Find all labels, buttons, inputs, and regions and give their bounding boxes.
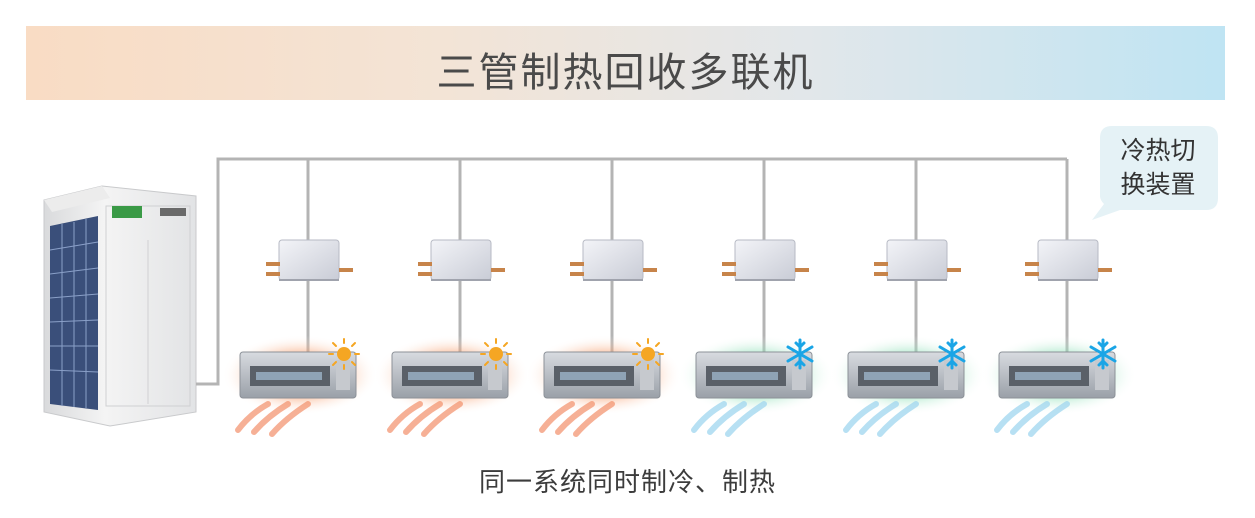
indoor-unit-4-cooling: [678, 335, 834, 437]
banner-title: 三管制热回收多联机: [436, 50, 815, 96]
sun-icon: [632, 338, 664, 370]
brand-badge-icon: [160, 208, 186, 216]
switch-device-bubble: [1092, 126, 1218, 220]
snowflake-icon: [786, 338, 814, 370]
switch-box-5: [874, 239, 961, 281]
switch-device-label-line2: 换装置: [1120, 170, 1196, 199]
brand-logo-icon: [112, 206, 142, 218]
diagram-caption: 同一系统同时制冷、制热: [478, 468, 776, 498]
sun-icon: [328, 338, 360, 370]
switch-device-label: 冷热切 换装置: [1098, 134, 1218, 202]
indoor-unit-5-cooling: [830, 335, 986, 437]
indoor-unit-3-heating: [526, 335, 682, 437]
switch-box-3: [570, 239, 657, 281]
title-banner: 三管制热回收多联机: [26, 26, 1225, 100]
outdoor-unit: [43, 185, 197, 427]
indoor-unit-6-cooling: [981, 335, 1137, 437]
switch-box-1: [266, 239, 353, 281]
indoor-unit-1-heating: [222, 335, 378, 437]
switch-box-6: [1025, 239, 1112, 281]
switch-box-4: [722, 239, 809, 281]
indoor-unit-2-heating: [374, 335, 530, 437]
sun-icon: [480, 338, 512, 370]
switch-box-2: [418, 239, 505, 281]
snowflake-icon: [938, 338, 966, 370]
switch-device-label-line1: 冷热切: [1120, 136, 1196, 165]
snowflake-icon: [1089, 338, 1117, 370]
